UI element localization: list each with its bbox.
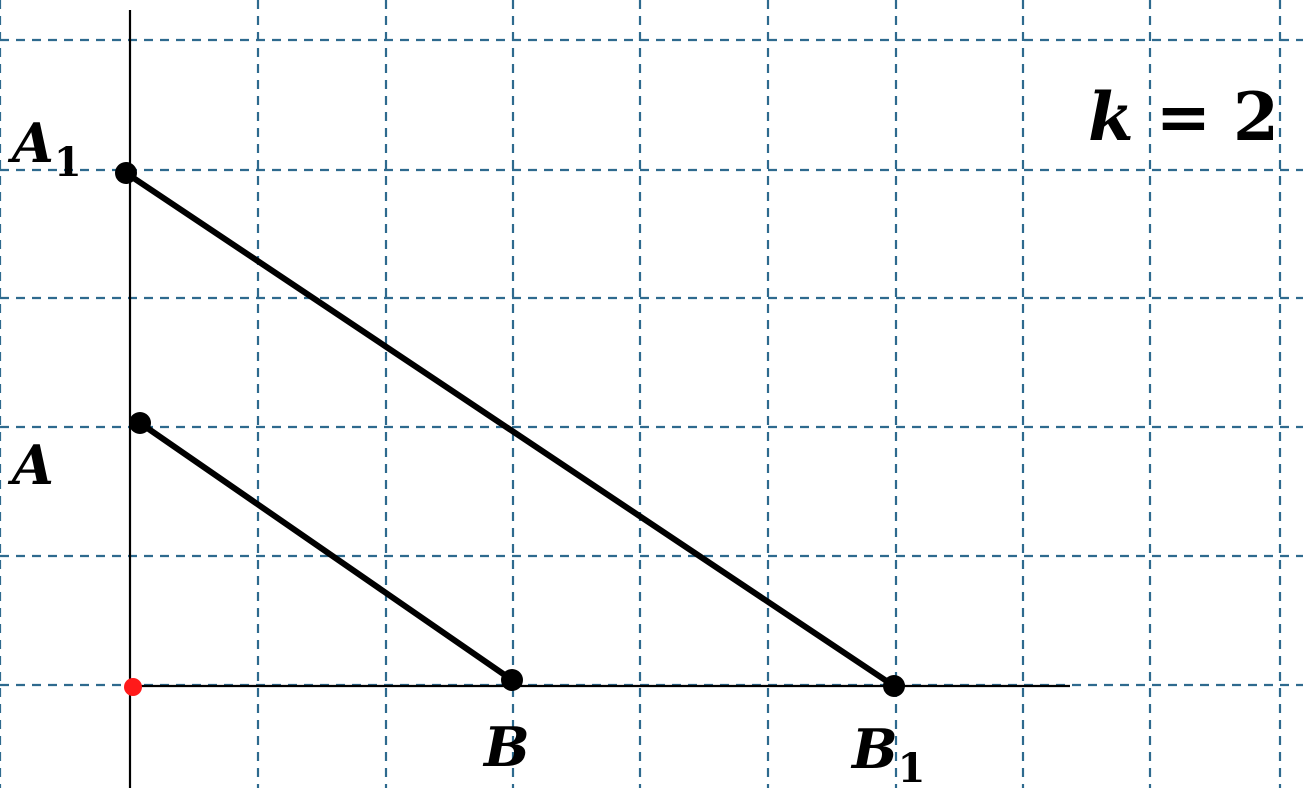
formula-variable: k (1088, 78, 1134, 156)
point-a (129, 412, 151, 434)
point-b (501, 669, 523, 691)
label-a: A (7, 433, 54, 497)
label-b1: B1 (850, 717, 926, 788)
segment-a1-b1 (123, 170, 897, 689)
origin-point (124, 678, 142, 696)
scale-factor-formula: k = 2 (1088, 78, 1279, 156)
formula-value: 2 (1233, 78, 1279, 156)
label-a1-subscript: 1 (54, 139, 82, 186)
formula-relation: = (1156, 78, 1211, 156)
label-a1: A1 (7, 111, 82, 186)
segment-a-b (137, 420, 515, 683)
label-b1-subscript: 1 (898, 745, 926, 788)
label-b1-letter: B (850, 717, 898, 781)
label-b-letter: B (482, 715, 530, 779)
label-a1-letter: A (7, 111, 54, 175)
label-b: B (482, 715, 530, 779)
point-a1 (115, 162, 137, 184)
point-b1 (883, 675, 905, 697)
label-a-letter: A (7, 433, 54, 497)
